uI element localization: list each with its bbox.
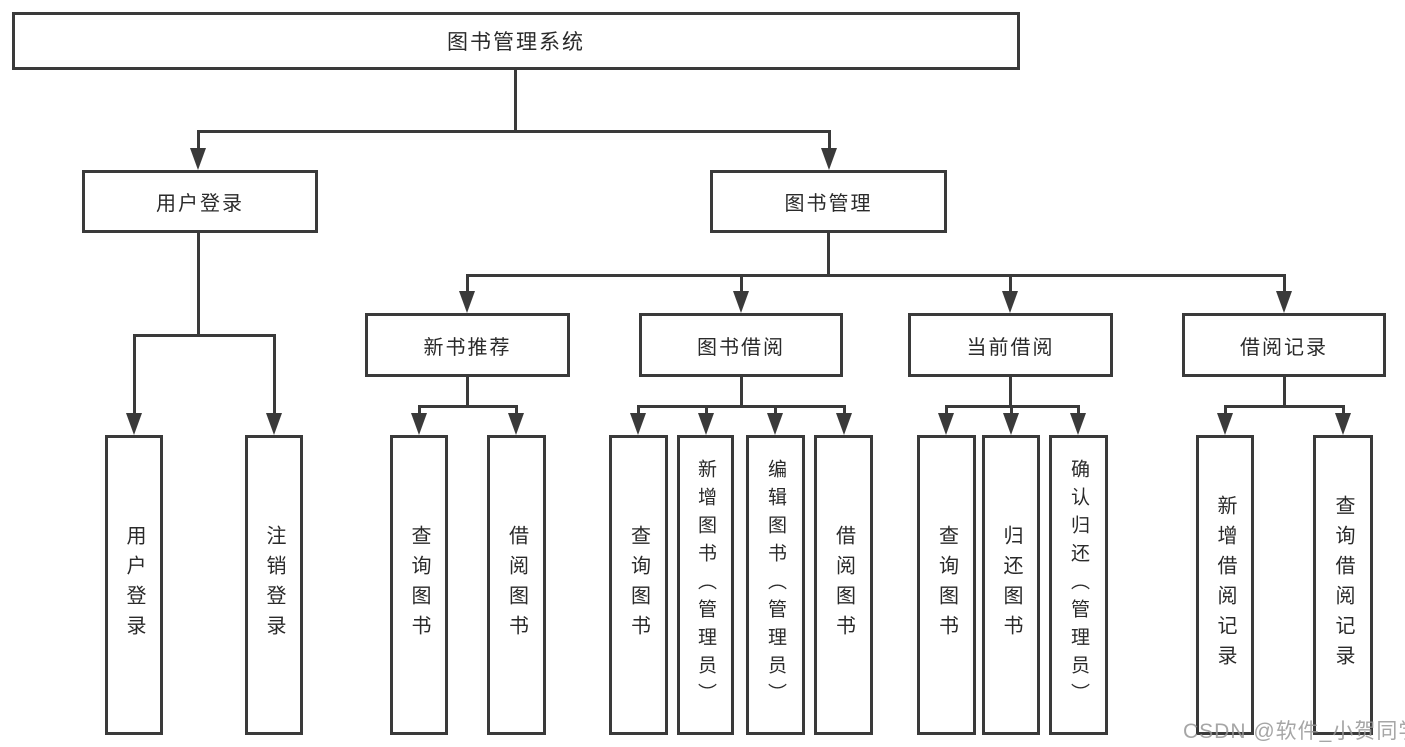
connector-line: [637, 405, 846, 408]
connector-line: [774, 407, 777, 414]
connector-line: [828, 131, 831, 151]
node-leaf-bb-borrow-books: 借阅图书: [814, 435, 873, 735]
connector-line: [197, 131, 200, 151]
node-leaf-logout: 注销登录: [245, 435, 303, 735]
node-label: 图书借阅: [697, 336, 785, 359]
connector-line: [705, 407, 708, 414]
node-label: 查询借阅记录: [1332, 495, 1354, 675]
connector-line: [466, 377, 469, 407]
connector-line: [945, 405, 1080, 408]
node-leaf-rec-query-books: 查询图书: [390, 435, 448, 735]
node-leaf-user-login: 用户登录: [105, 435, 163, 735]
node-leaf-bb-edit-books-admin: 编辑图书（管理员）: [746, 435, 805, 735]
connector-line: [945, 407, 948, 414]
connector-line: [418, 405, 518, 408]
arrow-down-icon: [508, 413, 524, 435]
node-label: 注销登录: [263, 525, 285, 645]
connector-line: [740, 377, 743, 407]
arrow-down-icon: [698, 413, 714, 435]
arrow-down-icon: [1217, 413, 1233, 435]
node-leaf-cb-return-books: 归还图书: [982, 435, 1040, 735]
node-label: 新书推荐: [423, 336, 512, 359]
connector-line: [273, 336, 276, 415]
connector-line: [1009, 276, 1012, 293]
node-label: 借阅图书: [505, 525, 528, 645]
arrow-down-icon: [1335, 413, 1351, 435]
connector-line: [197, 233, 200, 337]
connector-line: [133, 336, 136, 415]
node-leaf-bb-add-books-admin: 新增图书（管理员）: [677, 435, 734, 735]
node-leaf-rec-borrow-books: 借阅图书: [487, 435, 546, 735]
arrow-down-icon: [1003, 413, 1019, 435]
arrow-down-icon: [733, 291, 749, 313]
node-label: 图书管理系统: [447, 31, 585, 54]
node-label: 确认归还（管理员）: [1068, 459, 1089, 711]
node-label: 用户登录: [123, 525, 145, 645]
connector-line: [197, 130, 831, 133]
node-label: 图书管理: [784, 193, 873, 215]
connector-line: [827, 233, 830, 277]
arrow-down-icon: [459, 291, 475, 313]
node-leaf-bb-query-books: 查询图书: [609, 435, 668, 735]
connector-line: [515, 407, 518, 414]
node-label: 新增图书（管理员）: [695, 459, 716, 711]
connector-line: [418, 407, 421, 414]
arrow-down-icon: [1002, 291, 1018, 313]
node-label: 查询图书: [935, 525, 958, 645]
node-label: 借阅记录: [1240, 336, 1328, 359]
arrow-down-icon: [1276, 291, 1292, 313]
connector-line: [637, 407, 640, 414]
arrow-down-icon: [938, 413, 954, 435]
node-current-borrow: 当前借阅: [908, 313, 1113, 377]
arrow-down-icon: [821, 148, 837, 170]
node-new-book-recommend: 新书推荐: [365, 313, 570, 377]
node-label: 新增借阅记录: [1214, 495, 1236, 675]
connector-line: [466, 274, 1286, 277]
connector-line: [466, 276, 469, 293]
connector-line: [843, 407, 846, 414]
connector-line: [514, 70, 517, 132]
node-label: 用户登录: [156, 193, 244, 215]
arrow-down-icon: [266, 413, 282, 435]
arrow-down-icon: [126, 413, 142, 435]
node-root: 图书管理系统: [12, 12, 1020, 70]
node-label: 归还图书: [1000, 525, 1022, 645]
arrow-down-icon: [1070, 413, 1086, 435]
connector-line: [1077, 407, 1080, 414]
node-leaf-br-add-record: 新增借阅记录: [1196, 435, 1254, 735]
arrow-down-icon: [630, 413, 646, 435]
arrow-down-icon: [190, 148, 206, 170]
node-leaf-br-query-record: 查询借阅记录: [1313, 435, 1373, 735]
connector-line: [1009, 377, 1012, 407]
node-label: 查询图书: [627, 525, 650, 645]
node-label: 查询图书: [408, 525, 430, 645]
arrow-down-icon: [767, 413, 783, 435]
node-label: 编辑图书（管理员）: [765, 459, 786, 711]
arrow-down-icon: [411, 413, 427, 435]
node-leaf-cb-query-books: 查询图书: [917, 435, 976, 735]
node-label: 当前借阅: [966, 336, 1055, 359]
node-book-borrow: 图书借阅: [639, 313, 843, 377]
arrow-down-icon: [836, 413, 852, 435]
connector-line: [1283, 377, 1286, 407]
connector-line: [1010, 407, 1013, 414]
connector-line: [1342, 407, 1345, 414]
connector-line: [740, 276, 743, 293]
node-label: 借阅图书: [832, 525, 855, 645]
node-book-management: 图书管理: [710, 170, 947, 233]
connector-line: [1283, 276, 1286, 293]
connector-line: [1224, 405, 1345, 408]
node-borrow-records: 借阅记录: [1182, 313, 1386, 377]
connector-line: [133, 334, 276, 337]
connector-line: [1224, 407, 1227, 414]
csdn-watermark: CSDN @软件_小贺同学: [1183, 720, 1405, 743]
node-leaf-cb-confirm-return-admin: 确认归还（管理员）: [1049, 435, 1108, 735]
node-user-login: 用户登录: [82, 170, 318, 233]
